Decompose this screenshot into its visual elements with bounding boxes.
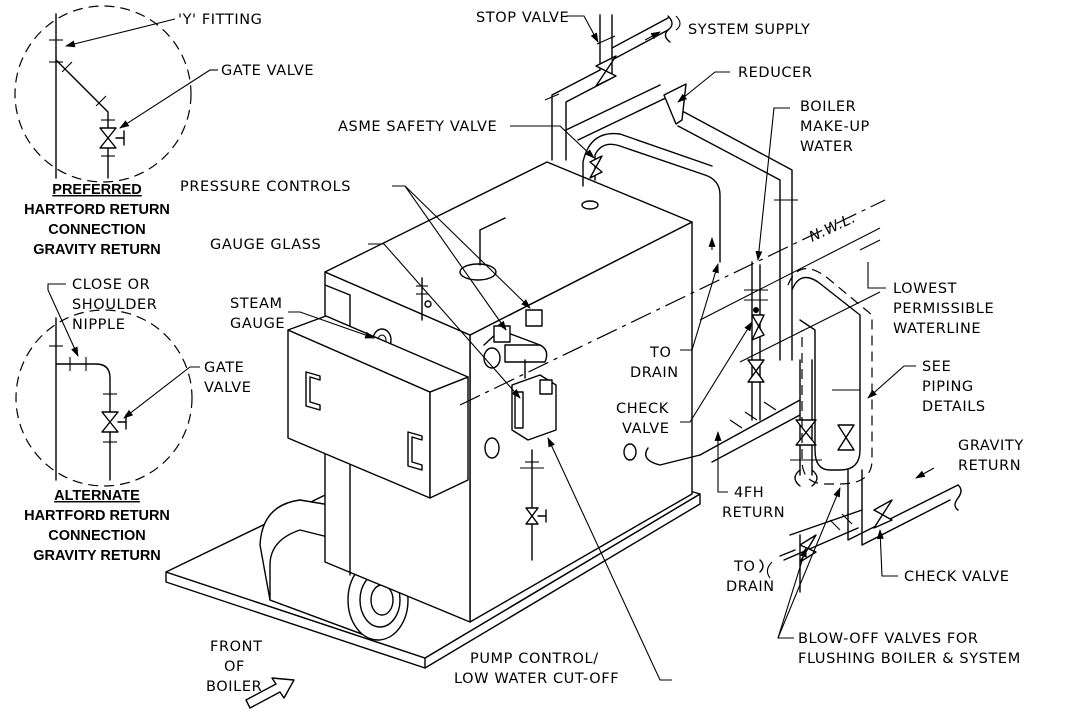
gate-valve-label: GATE VALVE — [221, 63, 314, 79]
alternate-title: ALTERNATE — [54, 488, 140, 504]
nwl-label: N.W.L. — [807, 210, 859, 245]
stop-valve-icon — [595, 55, 617, 87]
gate-label-1: GATE — [204, 360, 244, 376]
alternate-subtitle-1: HARTFORD RETURN — [24, 508, 170, 524]
check-valve-right-label: CHECK VALVE — [904, 569, 1010, 585]
lowest-waterline-label-2: PERMISSIBLE — [893, 301, 994, 317]
lowest-waterline-label-3: WATERLINE — [893, 321, 981, 337]
reducer-icon — [663, 83, 687, 125]
boiler-makeup-label-3: WATER — [800, 139, 853, 155]
front-of-boiler-label-3: BOILER — [206, 679, 262, 695]
gravity-return-label-2: RETURN — [958, 458, 1021, 474]
front-arrow-icon — [245, 677, 295, 709]
gate-valve-icon — [101, 411, 119, 433]
boiler-makeup-label-2: MAKE-UP — [800, 119, 870, 135]
preferred-subtitle-1: HARTFORD RETURN — [24, 202, 170, 218]
preferred-title: PREFERRED — [52, 182, 141, 198]
system-supply-label: SYSTEM SUPPLY — [688, 22, 811, 38]
alternate-detail-circle — [15, 309, 193, 487]
return-piping — [623, 261, 962, 593]
to-drain-lower-label-2: DRAIN — [726, 579, 775, 595]
to-drain-upper-label-1: TO — [649, 345, 671, 361]
preferred-subtitle-3: GRAVITY RETURN — [33, 242, 161, 258]
normal-water-line — [459, 199, 886, 406]
close-nipple-label-2: SHOULDER — [72, 297, 157, 313]
pressure-controls-label: PRESSURE CONTROLS — [180, 179, 351, 195]
pump-control-label-1: PUMP CONTROL/ — [470, 651, 599, 667]
close-nipple-label-3: NIPPLE — [72, 317, 125, 333]
y-fitting-label: 'Y' FITTING — [178, 12, 262, 28]
safety-valve-icon — [589, 155, 603, 179]
return-4fh-label-2: RETURN — [722, 505, 785, 521]
gauge-glass-valve-icon — [483, 347, 501, 369]
steam-gauge-label-1: STEAM — [230, 296, 283, 312]
see-piping-label-3: DETAILS — [922, 399, 986, 415]
lowest-waterline-label-1: LOWEST — [893, 281, 957, 297]
front-of-boiler-label-2: OF — [224, 659, 245, 675]
gauge-glass-label: GAUGE GLASS — [210, 237, 321, 253]
blowoff-label-1: BLOW-OFF VALVES FOR — [798, 631, 979, 647]
gravity-return-label-1: GRAVITY — [958, 438, 1024, 454]
boiler-body — [287, 161, 693, 623]
steam-gauge-label-2: GAUGE — [230, 316, 285, 332]
gate-label-2: VALVE — [204, 380, 251, 396]
alternate-subtitle-3: GRAVITY RETURN — [33, 548, 161, 564]
door-handle-icon — [407, 431, 423, 471]
stop-valve-label: STOP VALVE — [476, 10, 569, 26]
check-valve-icon — [873, 499, 893, 529]
gauge-glass-assembly — [416, 277, 557, 561]
check-valve-left-label-1: CHECK — [616, 401, 669, 417]
front-of-boiler-label-1: FRONT — [210, 639, 263, 655]
leaders — [245, 15, 916, 709]
see-piping-label-1: SEE — [922, 359, 951, 375]
boiler-makeup-label-1: BOILER — [800, 99, 856, 115]
reducer-label: REDUCER — [738, 65, 813, 81]
hartford-loop — [791, 276, 861, 471]
to-drain-lower-label-1: TO — [733, 559, 755, 575]
check-valve-left-label-2: VALVE — [622, 421, 669, 437]
gate-valve-icon — [99, 127, 117, 149]
blowoff-label-2: FLUSHING BOILER & SYSTEM — [798, 651, 1021, 667]
to-drain-upper-label-2: DRAIN — [630, 365, 679, 381]
close-nipple-label-1: CLOSE OR — [72, 277, 150, 293]
preferred-subtitle-2: CONNECTION — [48, 222, 145, 238]
supply-piping — [479, 14, 798, 361]
preferred-detail: 'Y' FITTING GATE VALVE — [14, 5, 314, 183]
see-piping-label-2: PIPING — [922, 379, 974, 395]
pump-control-label-2: LOW WATER CUT-OFF — [454, 671, 619, 687]
asme-safety-valve-label: ASME SAFETY VALVE — [338, 119, 497, 135]
alternate-detail: CLOSE OR SHOULDER NIPPLE GATE VALVE — [15, 277, 251, 487]
door-handle-icon — [305, 371, 321, 411]
preferred-detail-circle — [14, 5, 192, 183]
alternate-subtitle-2: CONNECTION — [48, 528, 145, 544]
return-4fh-label-1: 4FH — [734, 485, 764, 501]
